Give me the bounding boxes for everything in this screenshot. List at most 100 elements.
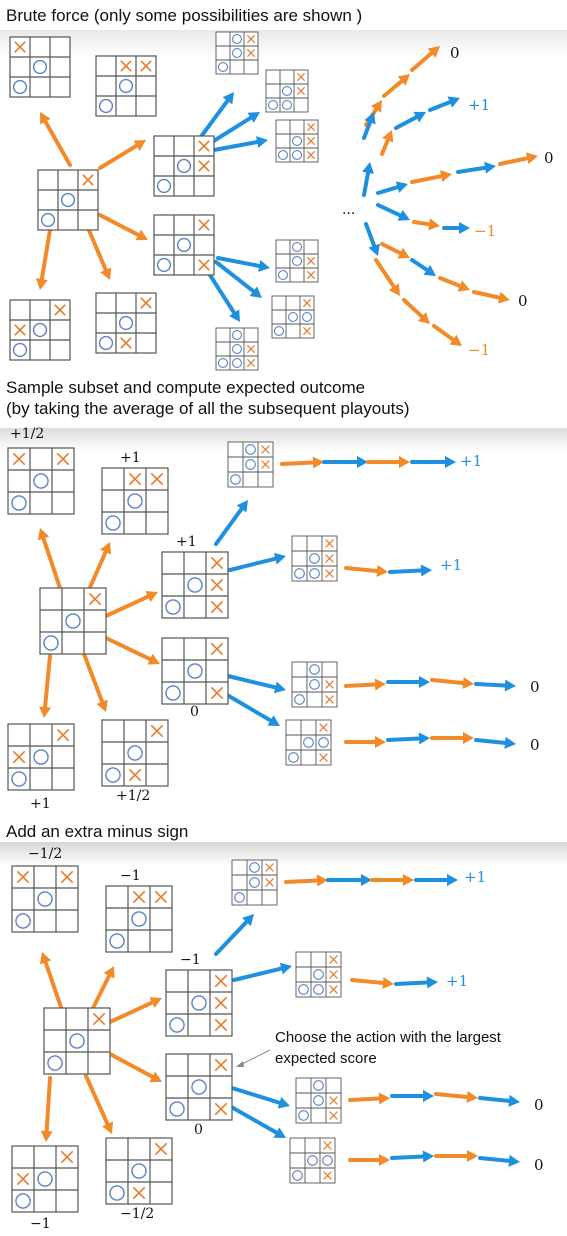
- o-mark-icon: [118, 78, 134, 94]
- arrow-head-icon: [273, 552, 286, 565]
- arrow-icon: [232, 962, 292, 982]
- arrow-icon: [35, 228, 52, 290]
- arrow-head-icon: [508, 1094, 520, 1107]
- arrow-shaft: [214, 260, 256, 294]
- arrow-icon: [224, 1102, 286, 1138]
- o-mark-icon: [187, 577, 203, 593]
- x-mark-icon: [261, 460, 270, 469]
- arrow-shaft: [478, 1096, 512, 1103]
- o-mark-icon: [32, 322, 48, 338]
- o-mark-icon: [318, 737, 329, 748]
- panel-1-heading: Brute force (only some possibilities are…: [6, 6, 363, 25]
- outcome-label: 0: [530, 736, 540, 754]
- o-mark-icon: [37, 1171, 53, 1187]
- x-mark-icon: [246, 344, 256, 354]
- x-mark-icon: [214, 1058, 228, 1072]
- arrow-icon: [364, 222, 380, 256]
- arrow-shaft: [374, 258, 396, 289]
- arrow-icon: [414, 874, 458, 886]
- x-mark-icon: [56, 452, 70, 466]
- arrow-head-icon: [312, 456, 324, 469]
- arrow-head-icon: [100, 267, 112, 280]
- arrow-head-icon: [423, 264, 436, 276]
- o-mark-icon: [313, 969, 324, 980]
- o-mark-icon: [298, 984, 309, 995]
- x-mark-icon: [329, 1111, 338, 1120]
- arrow-head-icon: [399, 456, 410, 468]
- o-mark-icon: [65, 613, 81, 629]
- x-mark-icon: [140, 60, 152, 72]
- arrow-icon: [410, 456, 456, 468]
- o-mark-icon: [156, 178, 172, 194]
- arrow-icon: [380, 242, 410, 259]
- arrow-shaft: [388, 568, 424, 574]
- arrow-shaft: [472, 290, 502, 300]
- o-mark-icon: [230, 474, 241, 485]
- arrow-head-icon: [368, 243, 380, 256]
- o-mark-icon: [127, 745, 143, 761]
- arrow-icon: [380, 130, 394, 156]
- arrow-head-icon: [397, 74, 410, 86]
- arrow-icon: [428, 96, 460, 112]
- arrow-icon: [410, 46, 440, 72]
- arrow-shaft: [232, 966, 284, 982]
- arrow-icon: [394, 976, 438, 989]
- arrow-head-icon: [279, 962, 292, 975]
- board-after-o-left: [7, 723, 75, 791]
- o-mark-icon: [33, 473, 49, 489]
- arrow-icon: [498, 152, 538, 166]
- arrow-icon: [216, 256, 270, 272]
- x-mark-icon: [329, 985, 338, 994]
- o-mark-icon: [313, 984, 324, 995]
- arrow-icon: [388, 564, 432, 577]
- o-mark-icon: [291, 241, 303, 253]
- x-mark-icon: [120, 60, 132, 72]
- arrow-head-icon: [375, 736, 386, 748]
- arrow-shaft: [428, 100, 452, 112]
- board-leaf: [231, 859, 278, 906]
- x-mark-icon: [54, 304, 66, 316]
- o-mark-icon: [291, 255, 303, 267]
- o-mark-icon: [98, 335, 114, 351]
- o-mark-icon: [245, 459, 256, 470]
- x-mark-icon: [246, 48, 256, 58]
- x-mark-icon: [323, 1141, 332, 1150]
- o-mark-icon: [191, 1079, 207, 1095]
- arrow-icon: [362, 112, 376, 140]
- arrow-head-icon: [497, 291, 510, 304]
- o-mark-icon: [109, 1185, 125, 1201]
- arrow-shaft: [206, 270, 237, 315]
- arrow-head-icon: [463, 732, 474, 744]
- o-mark-icon: [231, 47, 243, 59]
- board-value-label: +1/2: [10, 426, 44, 442]
- arrow-icon: [390, 1150, 434, 1163]
- arrow-icon: [410, 170, 452, 184]
- o-mark-icon: [281, 99, 293, 111]
- x-mark-icon: [306, 256, 316, 266]
- o-mark-icon: [127, 493, 143, 509]
- board-after-o-top: [7, 447, 75, 515]
- arrow-head-icon: [102, 1121, 113, 1134]
- board-leaf: [271, 295, 315, 339]
- panel-2-heading-line-2: (by taking the average of all the subseq…: [6, 399, 410, 418]
- arrow-shaft: [376, 203, 403, 218]
- arrow-icon: [108, 997, 162, 1024]
- arrow-shaft: [402, 298, 424, 319]
- o-mark-icon: [43, 635, 59, 651]
- x-mark-icon: [306, 122, 316, 132]
- arrow-shaft: [224, 1102, 279, 1135]
- o-mark-icon: [301, 311, 313, 323]
- o-mark-icon: [32, 59, 48, 75]
- board-value-label: 0: [190, 704, 199, 720]
- o-mark-icon: [12, 342, 28, 358]
- o-mark-icon: [291, 149, 303, 161]
- arrow-icon: [434, 1150, 478, 1162]
- board-leaf: [227, 441, 274, 488]
- arrow-head-icon: [258, 260, 270, 272]
- x-mark-icon: [306, 136, 316, 146]
- arrow-shaft: [220, 690, 273, 723]
- o-mark-icon: [156, 257, 172, 273]
- arrow-shaft: [410, 174, 444, 184]
- arrow-head-icon: [374, 678, 386, 691]
- o-mark-icon: [303, 737, 314, 748]
